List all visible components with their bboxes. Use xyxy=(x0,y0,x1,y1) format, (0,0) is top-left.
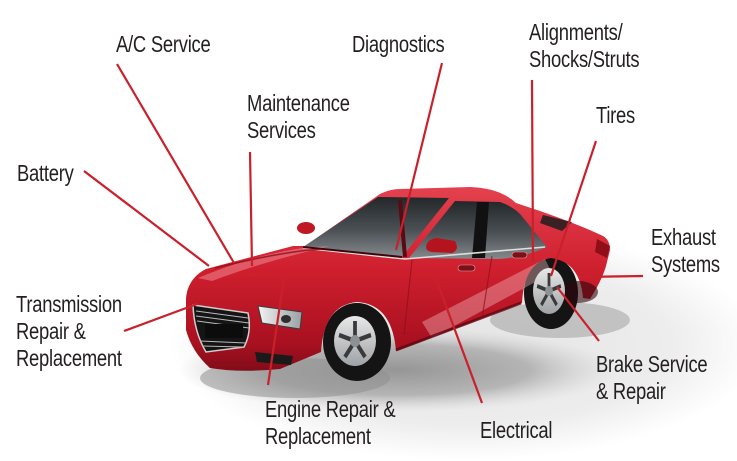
label-ac-service: A/C Service xyxy=(116,31,211,57)
label-maintenance-services: Maintenance Services xyxy=(247,90,350,143)
door-handle-rear xyxy=(511,251,528,259)
leader-line-transmission xyxy=(123,302,198,333)
far-side-mirror xyxy=(297,222,315,234)
door-seam-rear xyxy=(481,255,493,319)
label-engine-repair: Engine Repair & Replacement xyxy=(265,396,396,449)
window-chrome-trim xyxy=(302,246,546,260)
rear-hub-cap xyxy=(545,286,553,296)
leader-lines xyxy=(83,62,644,404)
door-seam-front xyxy=(403,259,413,336)
label-transmission-repair: Transmission Repair & Replacement xyxy=(16,291,122,371)
car-windshield xyxy=(303,197,449,257)
label-alignments-shocks-struts: Alignments/ Shocks/Struts xyxy=(529,19,640,72)
side-mirror xyxy=(426,238,457,253)
car-a-pillar xyxy=(398,199,407,258)
rear-window-patch xyxy=(540,215,572,231)
leader-line-exhaust xyxy=(578,274,644,279)
label-brake-service: Brake Service & Repair xyxy=(596,351,708,404)
leader-line-maintenance xyxy=(248,151,254,267)
label-exhaust-systems: Exhaust Systems xyxy=(651,224,720,277)
front-hub-cap xyxy=(350,335,360,347)
tail-light xyxy=(595,239,610,258)
label-tires: Tires xyxy=(596,102,636,128)
leader-line-battery xyxy=(83,170,210,267)
bumper-intake xyxy=(255,352,293,365)
leader-line-tires xyxy=(549,140,598,277)
grille-plate xyxy=(205,324,243,338)
leader-line-ac-service xyxy=(116,63,235,264)
leader-line-brake xyxy=(556,286,600,342)
car-red-sedan xyxy=(186,187,610,381)
headlight-projector xyxy=(281,315,291,323)
hood-sheen xyxy=(198,246,330,281)
leader-line-electrical xyxy=(434,278,484,404)
hood-crease xyxy=(214,248,321,269)
front-wheel xyxy=(334,316,376,366)
door-reflection xyxy=(422,259,552,338)
leader-line-alignments xyxy=(530,79,535,263)
rear-bumper-shadow xyxy=(558,281,598,303)
label-electrical: Electrical xyxy=(480,417,553,443)
label-diagnostics: Diagnostics xyxy=(352,31,445,57)
cowl-line xyxy=(302,246,403,258)
leader-line-engine xyxy=(266,277,286,386)
label-battery: Battery xyxy=(17,160,74,186)
door-handle-front xyxy=(457,264,476,272)
car-b-pillar xyxy=(472,202,489,258)
leader-line-diagnostics xyxy=(394,62,444,251)
rocker-shadow xyxy=(395,301,522,352)
rear-wheel xyxy=(533,268,565,314)
car-headlight xyxy=(257,305,303,330)
